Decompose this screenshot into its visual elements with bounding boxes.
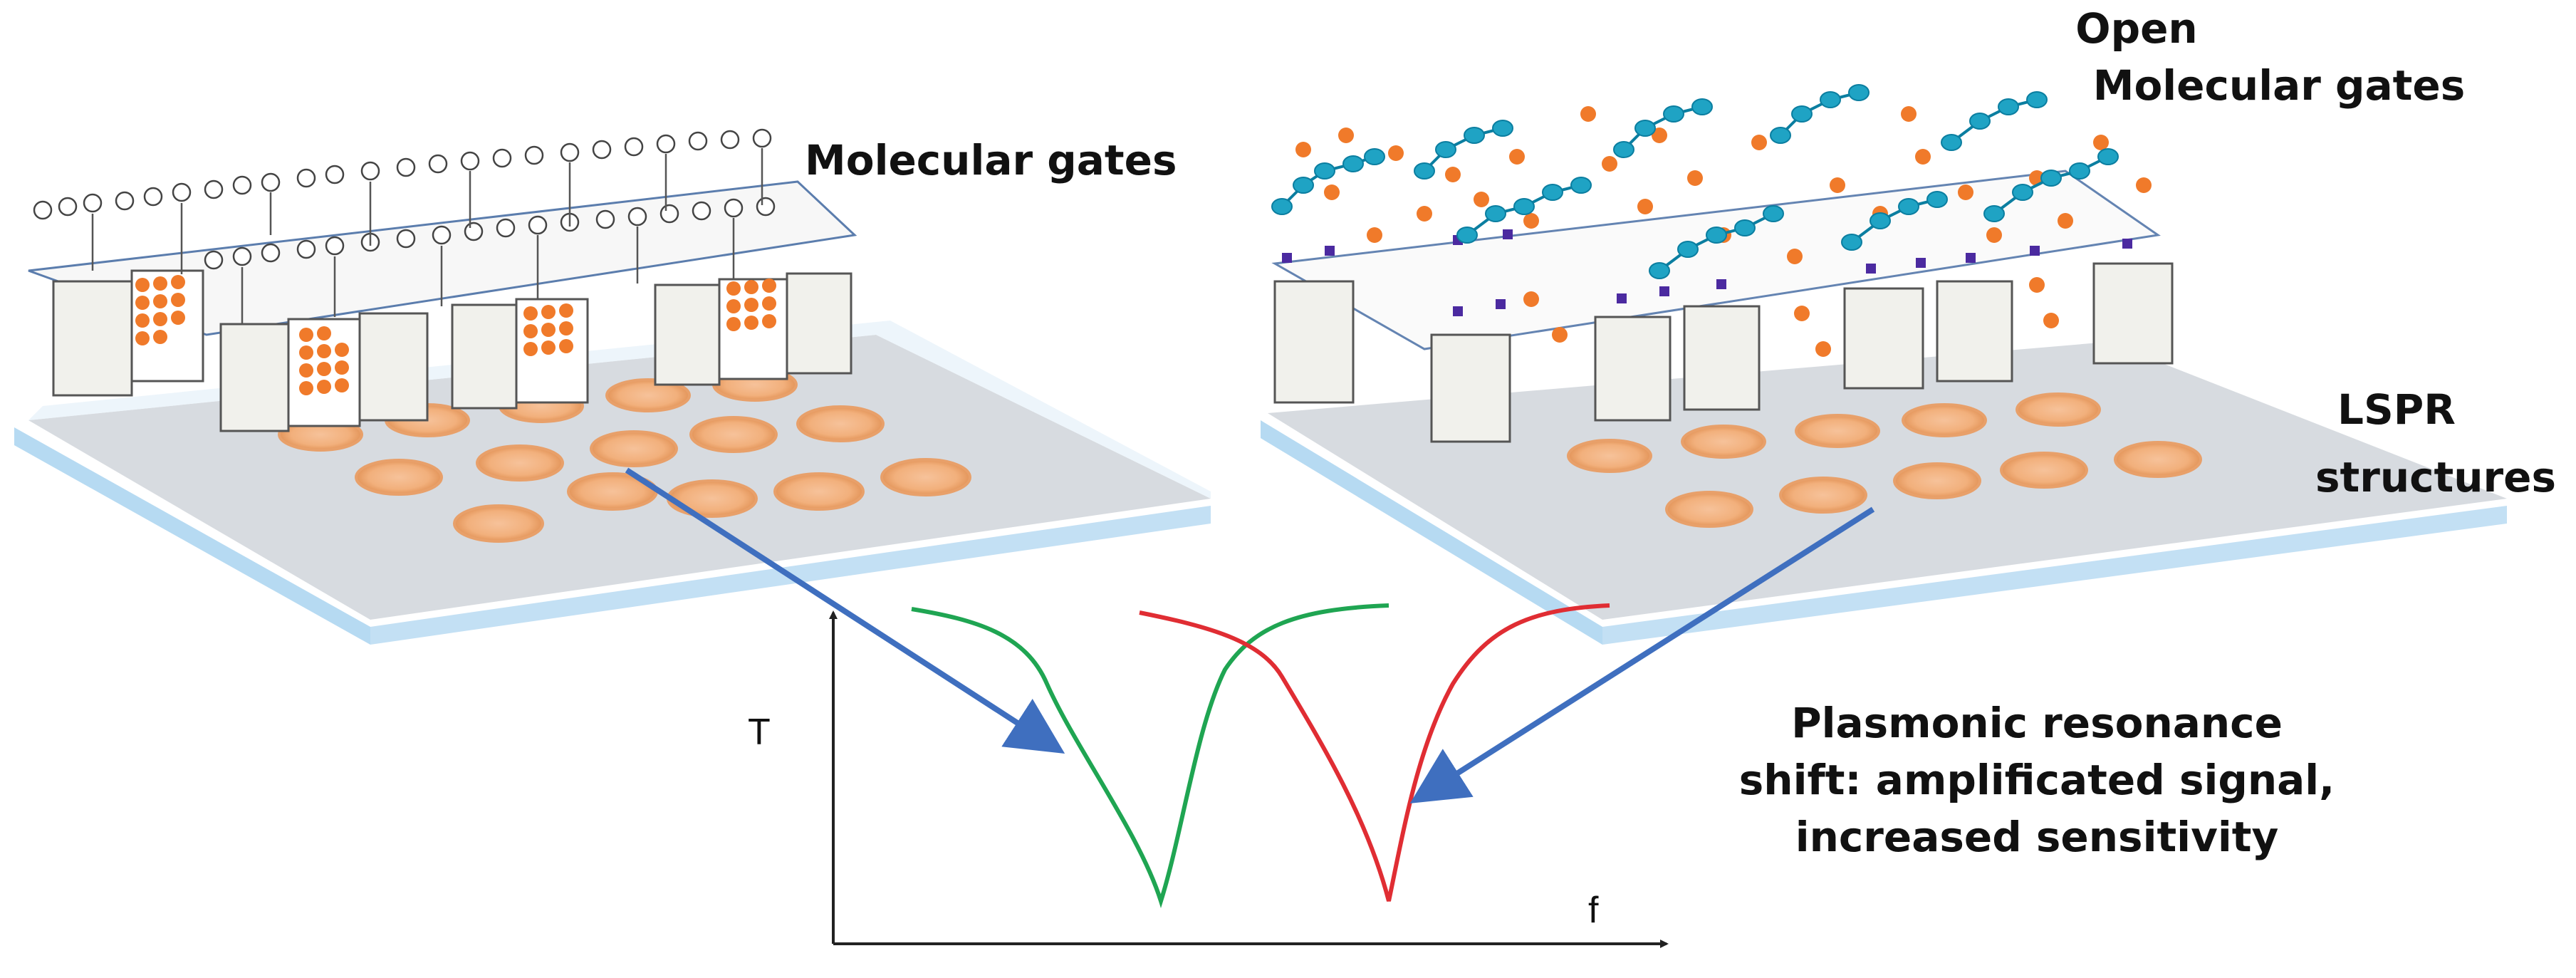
left-lspr-disks bbox=[278, 368, 971, 543]
right-linkers bbox=[1282, 229, 2132, 316]
left-arrow bbox=[625, 467, 1065, 754]
label-plasmonic-line3: increased sensitivity bbox=[1795, 813, 2279, 861]
right-open-gate-chains bbox=[1271, 84, 2119, 279]
left-gate-stalks bbox=[91, 148, 763, 324]
label-plasmonic-line2: shift: amplificated signal, bbox=[1739, 756, 2335, 804]
label-lspr-line1: LSPR bbox=[2337, 385, 2456, 434]
right-arrow bbox=[1409, 506, 1875, 803]
left-closed-gates-block bbox=[28, 128, 857, 432]
left-substrate bbox=[14, 128, 1211, 645]
right-lspr-disks bbox=[1567, 392, 2202, 528]
label-open-line1: Open bbox=[2075, 4, 2197, 53]
green-resonance-curve bbox=[911, 603, 1389, 908]
spectrum-graph bbox=[829, 603, 1669, 948]
x-axis-label: f bbox=[1588, 890, 1599, 931]
label-open-line2: Molecular gates bbox=[2093, 61, 2466, 110]
right-substrate bbox=[1261, 84, 2507, 645]
red-resonance-curve bbox=[1139, 603, 1610, 902]
label-molecular-gates: Molecular gates bbox=[805, 136, 1177, 184]
label-plasmonic-line1: Plasmonic resonance bbox=[1791, 699, 2283, 747]
y-axis-label: T bbox=[748, 712, 771, 753]
left-trapped-cargo bbox=[135, 275, 776, 395]
right-open-gates-block bbox=[1271, 84, 2174, 443]
right-released-cargo bbox=[1295, 106, 2152, 357]
label-lspr-line2: structures bbox=[2315, 453, 2556, 501]
